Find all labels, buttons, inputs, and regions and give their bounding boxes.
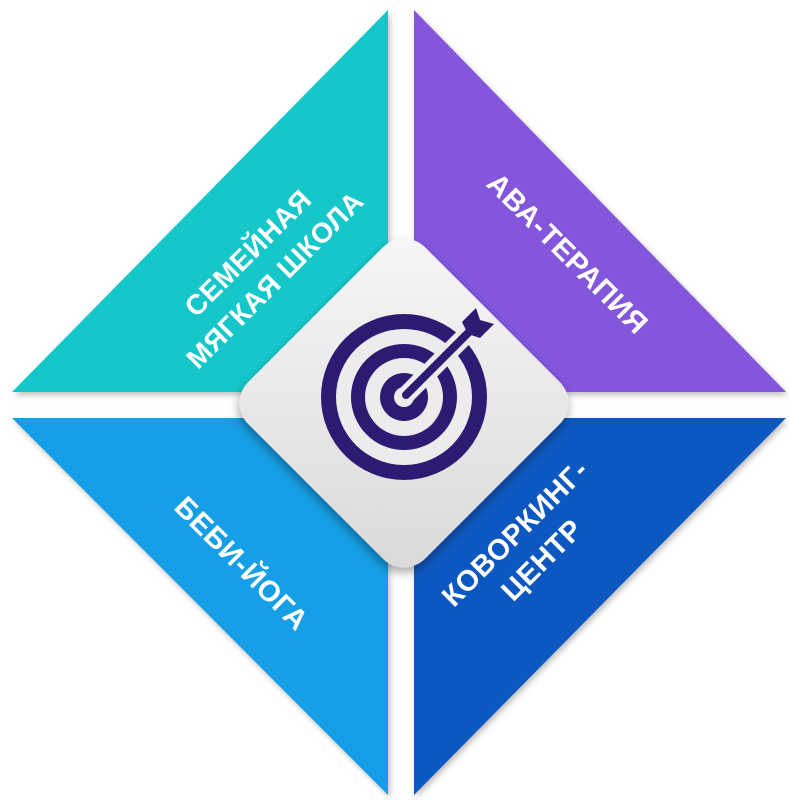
quadrant-bottom-right [414, 418, 786, 795]
quadrant-top-left [12, 10, 388, 392]
target-with-arrow-icon [321, 308, 494, 480]
quadrant-bottom-left [12, 418, 388, 795]
quadrant-top-right [414, 10, 786, 392]
